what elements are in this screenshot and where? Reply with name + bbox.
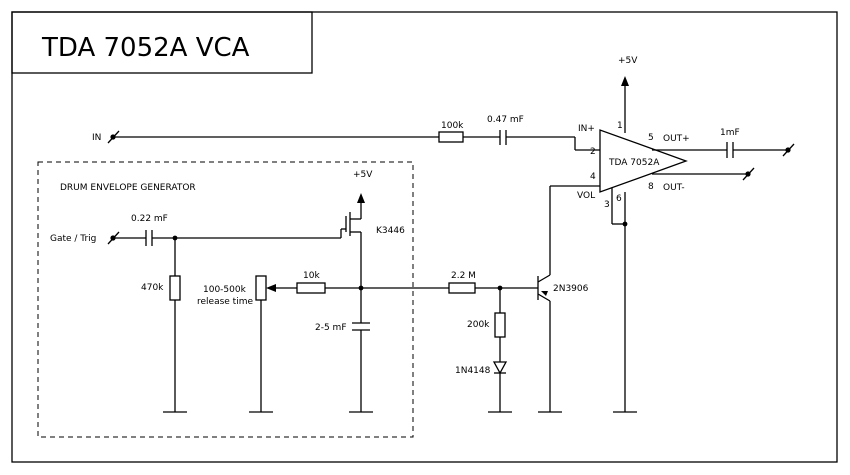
pin-8-number: 8 xyxy=(648,182,654,192)
page-title: TDA 7052A VCA xyxy=(41,33,250,63)
svg-text:470k: 470k xyxy=(141,283,164,293)
svg-text:+5V: +5V xyxy=(353,170,373,180)
capacitor-0.22mF: 0.22 mF xyxy=(131,214,168,246)
ic-pin-vol-label: VOL xyxy=(577,191,595,201)
svg-text:200k: 200k xyxy=(467,320,490,330)
svg-text:release time: release time xyxy=(197,297,253,307)
svg-text:1mF: 1mF xyxy=(720,128,740,138)
svg-text:100-500k: 100-500k xyxy=(203,285,247,295)
capacitor-2-5mF: 2-5 mF xyxy=(315,322,370,333)
capacitor-0.47mF: 0.47 mF xyxy=(487,115,524,145)
resistor-10k: 10k xyxy=(296,271,326,294)
jfet-k3446: K3446 xyxy=(340,208,405,245)
supply-5v-jfet: +5V xyxy=(353,170,373,208)
svg-text:2N3906: 2N3906 xyxy=(553,284,589,294)
pin-4-number: 4 xyxy=(590,172,596,182)
svg-text:0.47 mF: 0.47 mF xyxy=(487,115,524,125)
svg-text:+5V: +5V xyxy=(618,56,638,66)
resistor-470k: 470k xyxy=(141,275,181,301)
tda7052a-amplifier: TDA 7052A 2 4 1 5 8 3 6 VOL xyxy=(577,121,688,210)
resistor-200k: 200k xyxy=(467,312,506,338)
ic-name: TDA 7052A xyxy=(608,158,660,168)
junction-pin3-pin6 xyxy=(622,221,628,227)
gate-trig-terminal: Gate / Trig xyxy=(50,231,120,245)
pin-6-number: 6 xyxy=(616,194,622,204)
potentiometer-release-time: 100-500k release time xyxy=(197,275,276,307)
title-box xyxy=(11,11,313,74)
diode-1n4148: 1N4148 xyxy=(455,361,508,376)
pin-3-number: 3 xyxy=(604,200,610,210)
out-minus-label: OUT- xyxy=(663,183,685,193)
svg-text:1N4148: 1N4148 xyxy=(455,366,491,376)
pin-5-number: 5 xyxy=(648,133,654,143)
section-label: DRUM ENVELOPE GENERATOR xyxy=(60,183,196,193)
svg-text:10k: 10k xyxy=(303,271,320,281)
svg-text:2-5 mF: 2-5 mF xyxy=(315,323,347,333)
out-plus-label: OUT+ xyxy=(663,134,690,144)
transistor-2n3906: 2N3906 xyxy=(537,274,589,302)
pin-1-number: 1 xyxy=(617,121,623,131)
svg-text:K3446: K3446 xyxy=(376,226,405,236)
out-plus-terminal xyxy=(782,143,795,157)
envelope-generator-region xyxy=(37,161,414,438)
in-label: IN xyxy=(92,133,101,143)
resistor-100k: 100k xyxy=(438,121,464,143)
svg-text:0.22 mF: 0.22 mF xyxy=(131,214,168,224)
svg-text:100k: 100k xyxy=(441,121,464,131)
capacitor-1mF: 1mF xyxy=(720,128,740,158)
outer-frame xyxy=(11,11,838,463)
pin-2-number: 2 xyxy=(590,147,596,157)
svg-text:2.2 M: 2.2 M xyxy=(451,271,476,281)
gate-label: Gate / Trig xyxy=(50,234,96,244)
ic-pin-in-plus-label: IN+ xyxy=(578,124,595,134)
out-minus-terminal xyxy=(742,167,755,181)
supply-5v-top: +5V xyxy=(618,56,638,133)
resistor-2.2M: 2.2 M xyxy=(448,271,476,294)
